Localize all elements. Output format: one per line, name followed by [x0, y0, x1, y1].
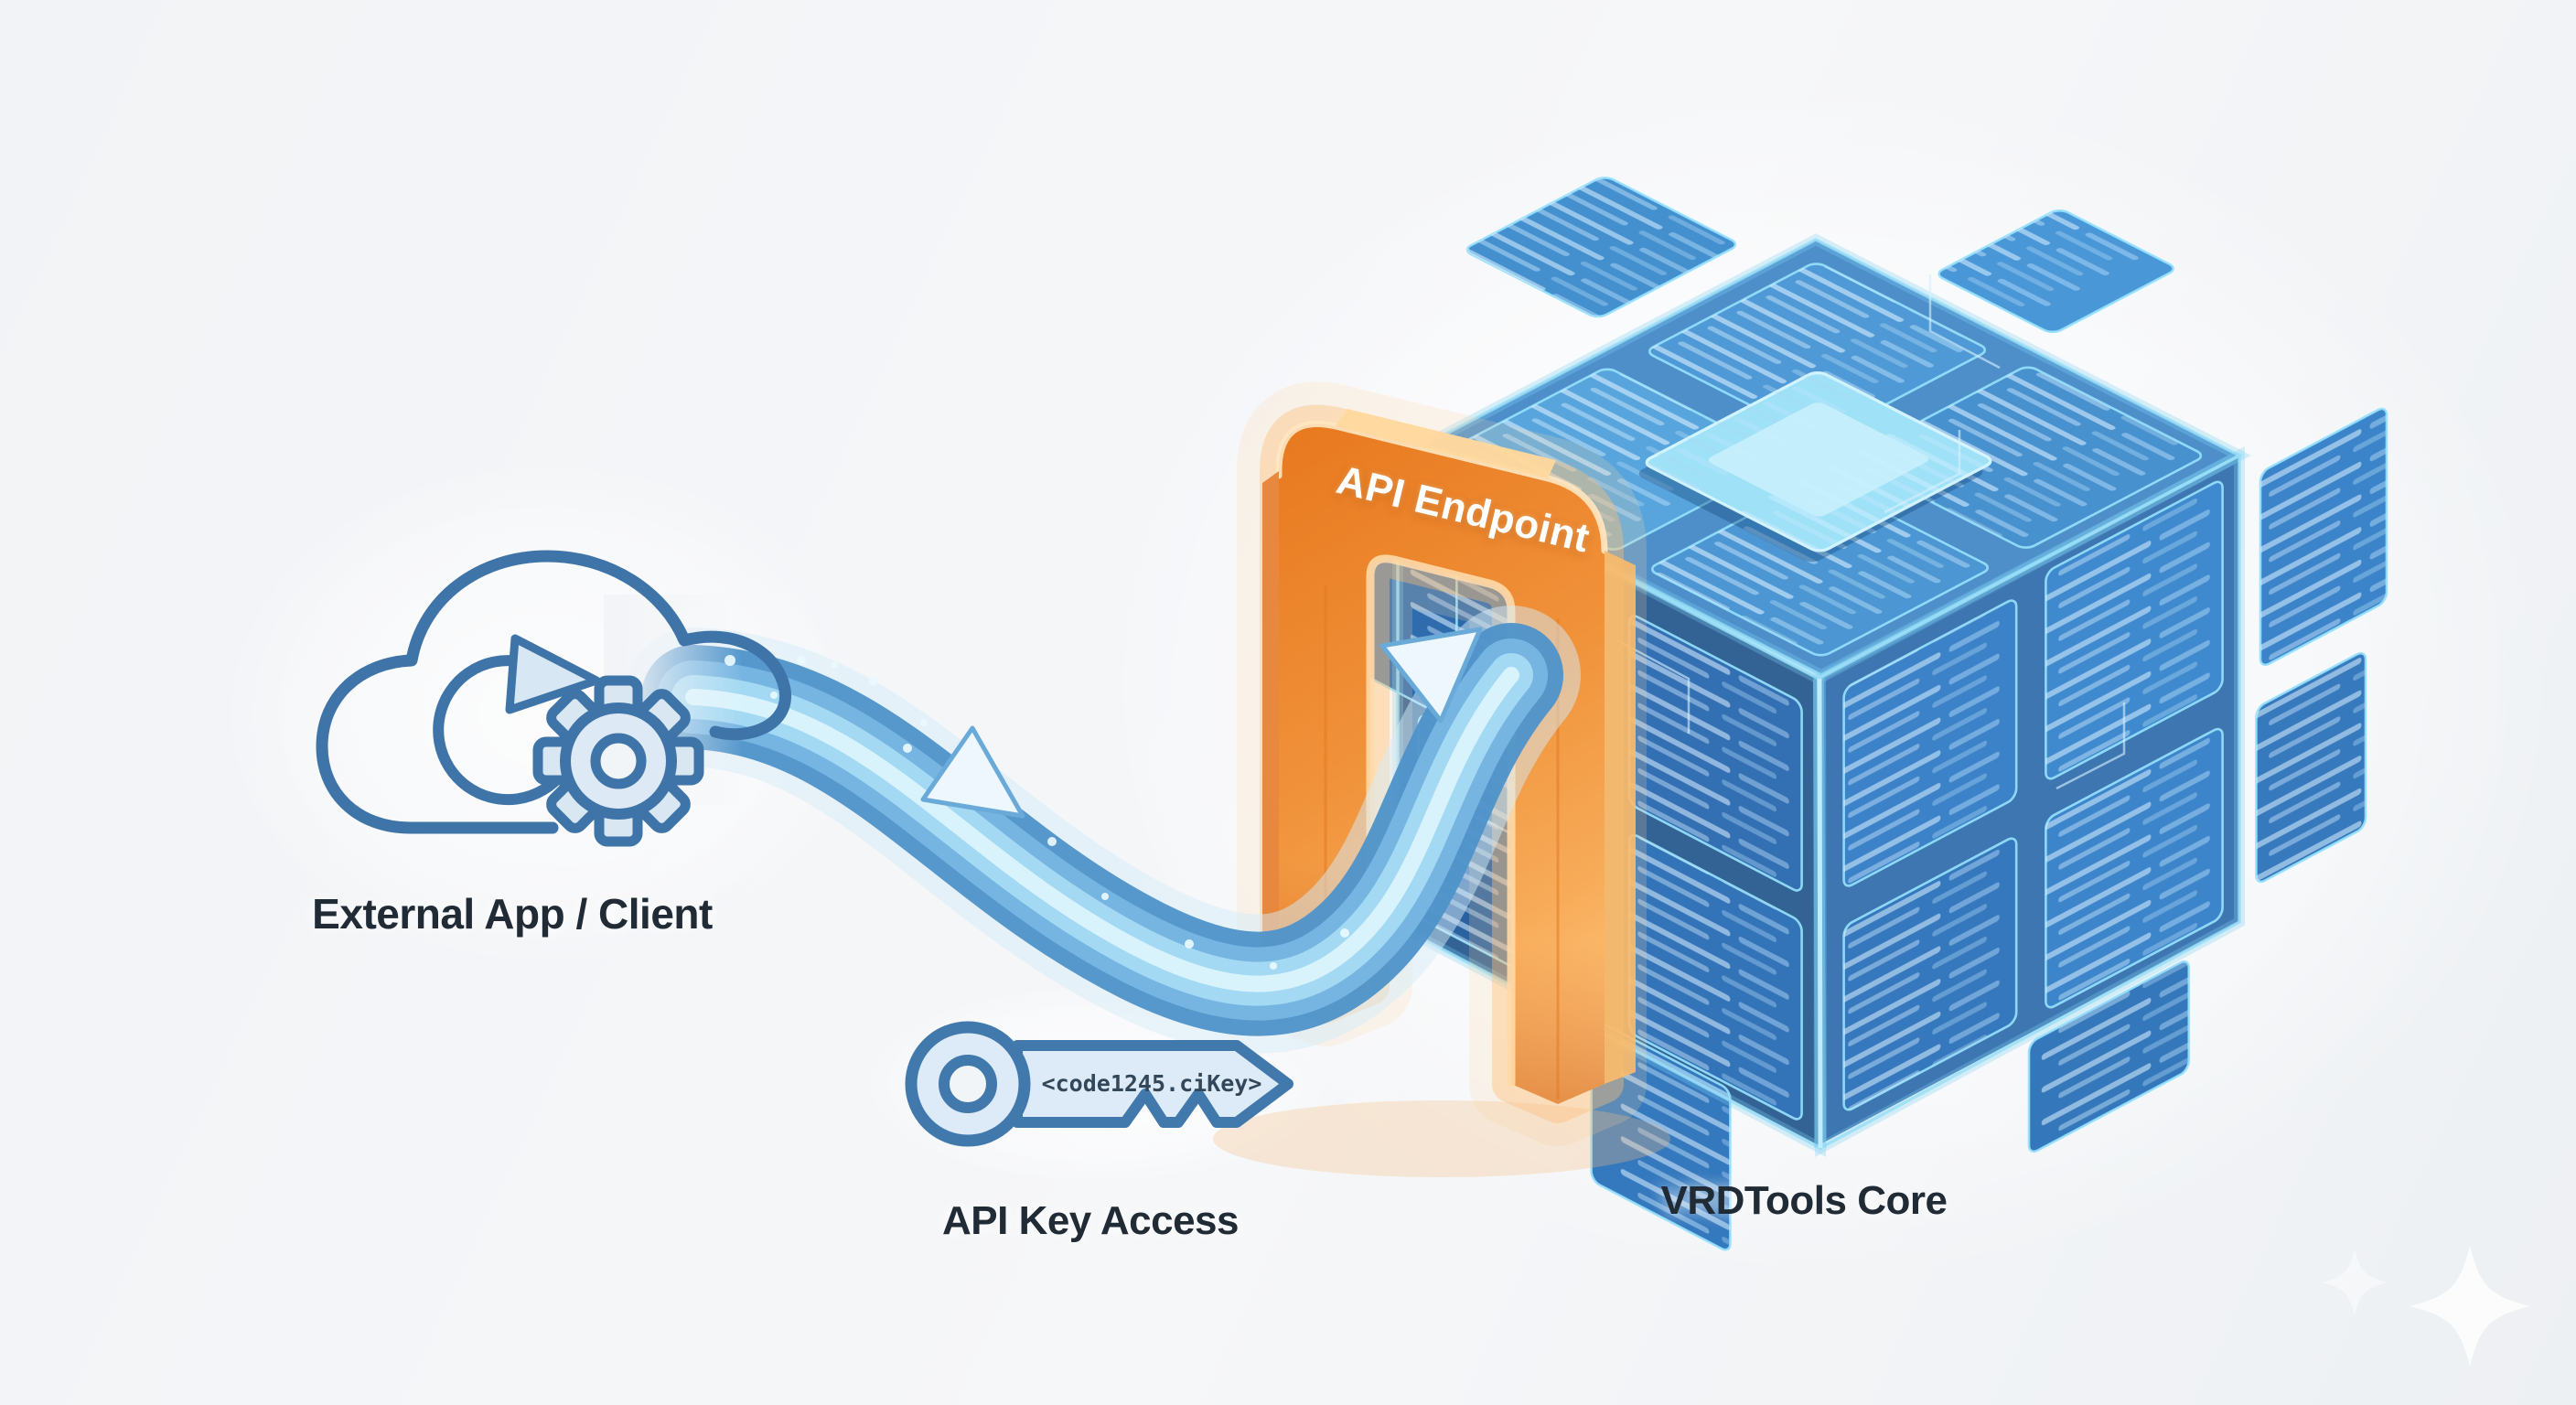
cube-front-edge	[1817, 678, 1823, 1149]
code-panel-lines	[1629, 835, 1802, 1120]
data-particles	[724, 655, 1349, 970]
gate-inner-highlight	[1366, 554, 1516, 1089]
key-ring-hole	[939, 1055, 997, 1113]
code-panel-lines	[1629, 616, 1802, 891]
external-app-label: External App / Client	[312, 890, 713, 938]
sync-arrowhead-icon	[505, 634, 601, 714]
api-key-label: API Key Access	[941, 1198, 1240, 1243]
gate-depth-left	[1262, 471, 1279, 986]
gate-depth-right	[1605, 551, 1636, 1084]
code-panel-lines	[2045, 729, 2223, 1008]
circuit-trace	[1928, 274, 2001, 370]
core-label: VRDTools Core	[1660, 1178, 1948, 1223]
code-panel-lines	[1652, 481, 1988, 656]
key-shaft	[1012, 1040, 1293, 1128]
gear-hub	[590, 733, 647, 789]
key-icon	[905, 1021, 1293, 1147]
glow-tile-inner	[1708, 402, 1929, 517]
code-panel-lines	[2029, 961, 2189, 1152]
gate-ground-glow	[1213, 1100, 1670, 1177]
circuit-trace	[1884, 430, 1961, 514]
code-panel-lines	[1649, 263, 1985, 438]
sparkle-icon-small	[2322, 1249, 2388, 1315]
code-panel-lines	[1843, 838, 2017, 1110]
flow-arrow-up-icon	[1379, 627, 1483, 724]
circuit-trace	[2055, 702, 2126, 790]
code-panel-lines	[1852, 367, 2201, 548]
sync-arrow-icon	[433, 655, 568, 806]
flow-arrow-down-icon	[920, 725, 1025, 819]
sparkle-icon	[2410, 1246, 2530, 1367]
api-key-code-text: <code1245.ciKey>	[1041, 1070, 1262, 1097]
circuit-trace	[1616, 638, 1690, 734]
code-panel-lines	[1467, 177, 1735, 316]
cloud-icon	[316, 550, 791, 834]
code-panel-lines	[2045, 481, 2223, 779]
code-panel-lines	[1591, 1020, 1731, 1250]
cube-right-face	[1819, 378, 2387, 1267]
cloud-sync-gear-icon	[316, 550, 791, 847]
code-panel-lines	[1843, 600, 2017, 886]
gear-icon	[532, 675, 704, 847]
pipe-center-stripe	[685, 667, 1519, 992]
cube-top-outline	[1394, 238, 2243, 677]
code-panel-lines	[1938, 210, 2174, 332]
isometric-code-cube	[1229, 74, 2390, 1299]
gate-depth-top	[1336, 409, 1556, 478]
code-panel-lines	[2259, 408, 2387, 665]
code-panel-lines	[2256, 653, 2366, 882]
